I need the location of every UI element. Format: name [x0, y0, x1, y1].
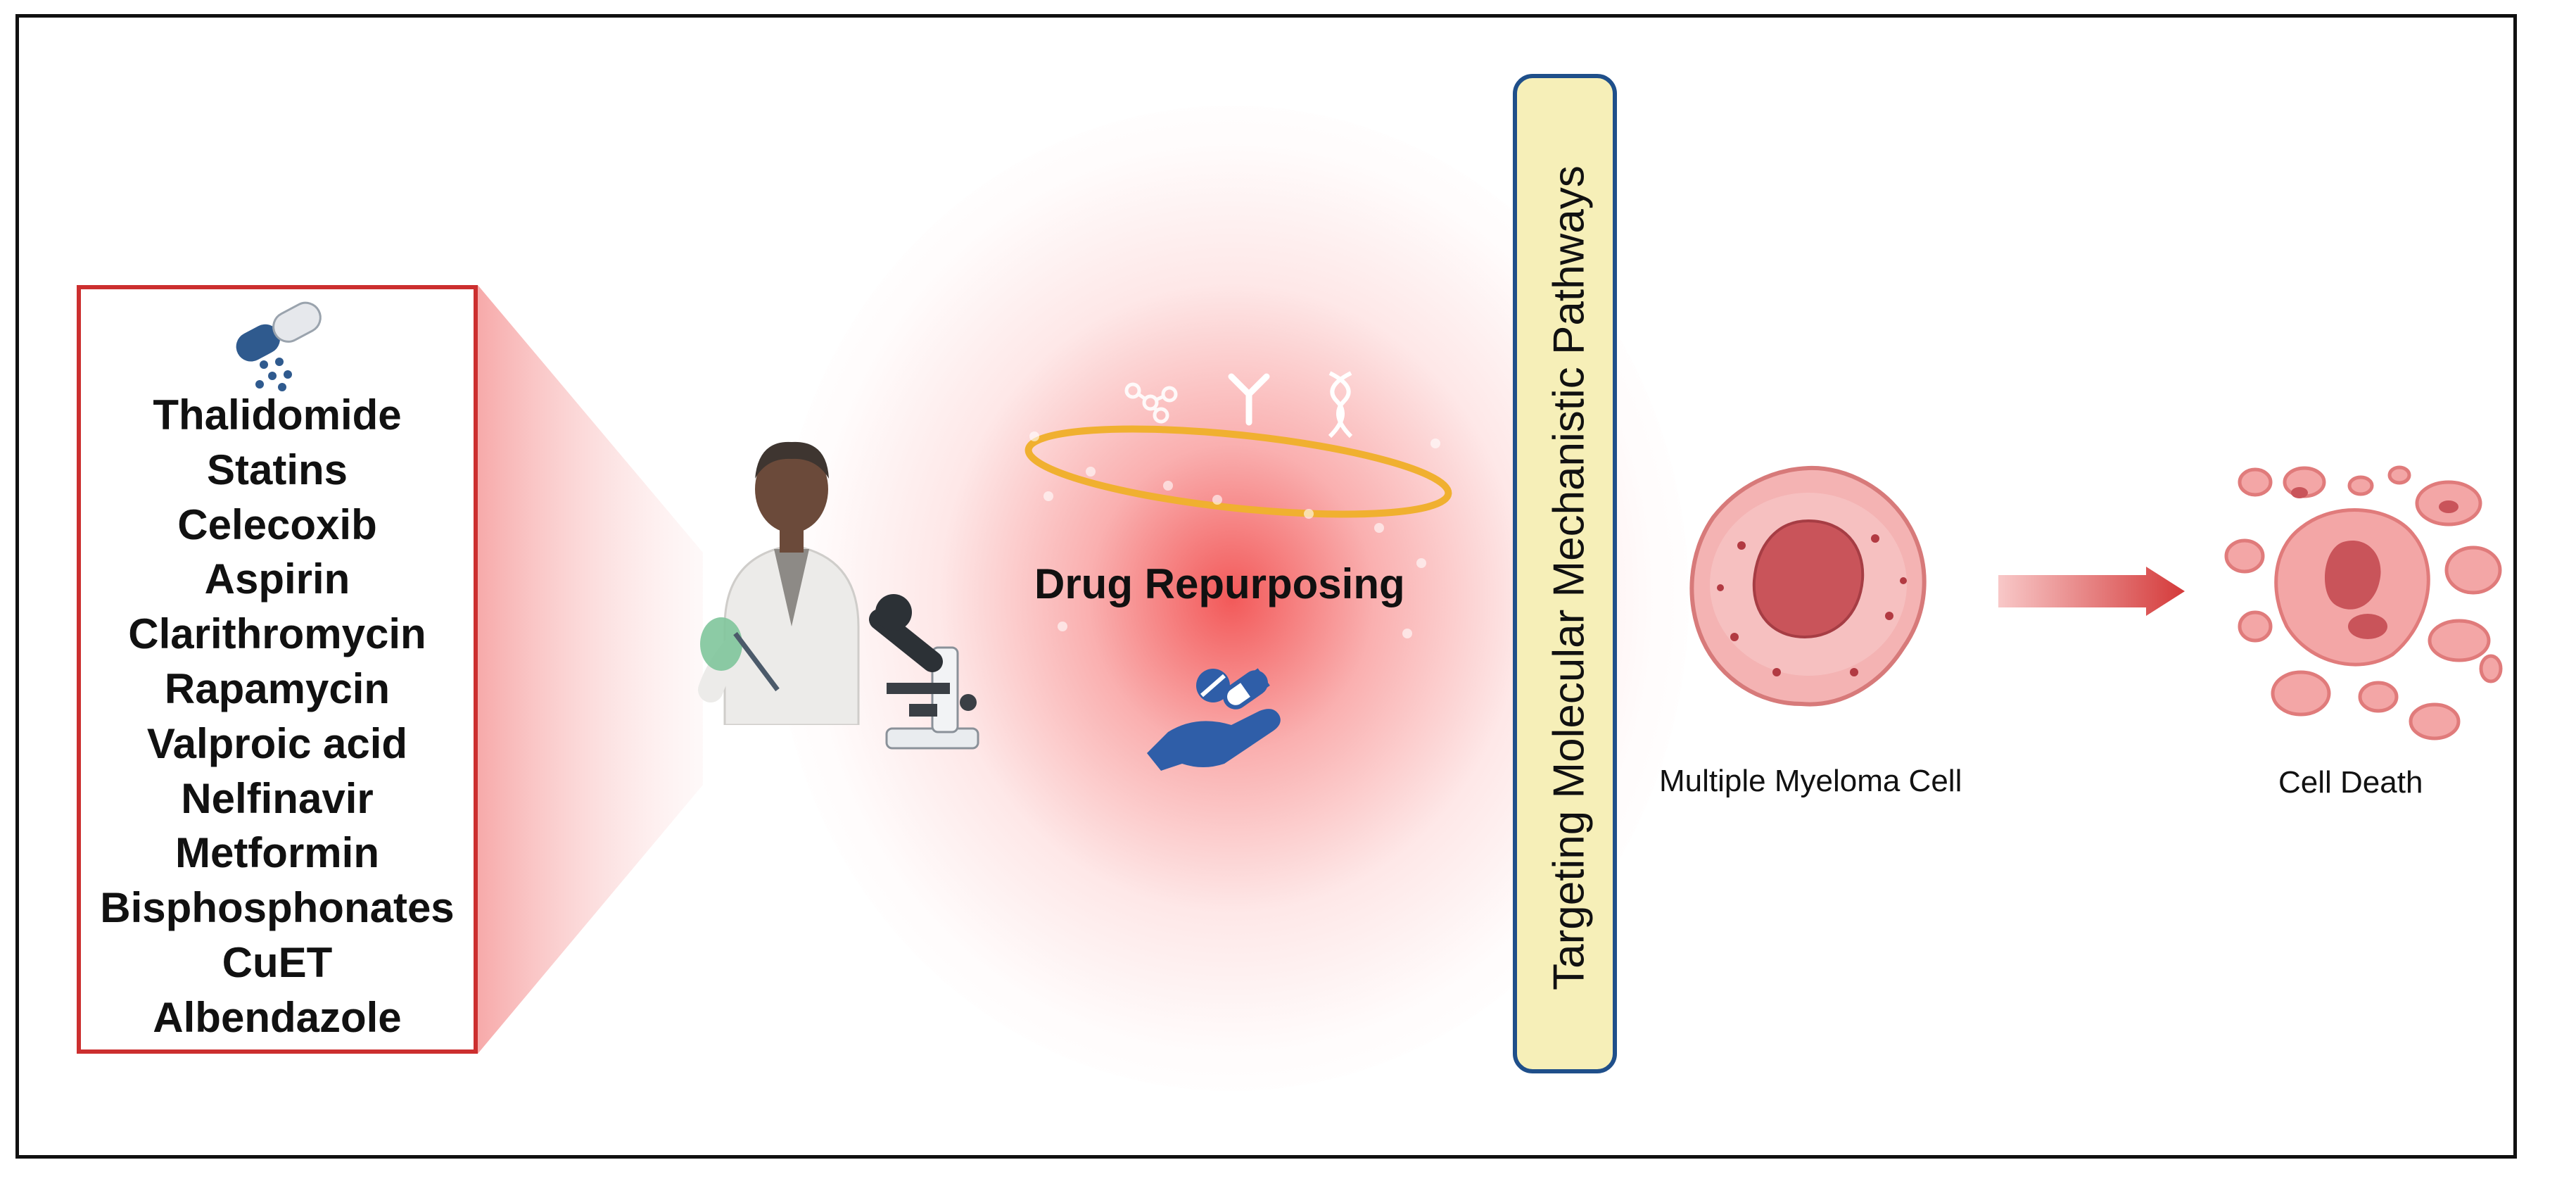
hand-with-pills-icon: [1147, 668, 1281, 771]
drug-item: Thalidomide: [153, 391, 402, 439]
drug-item: Rapamycin: [164, 664, 391, 712]
capsule-icon: [236, 301, 322, 391]
drug-item: Celecoxib: [177, 500, 377, 548]
apoptotic-cell-icon: [2224, 465, 2503, 740]
pathway-bar: Targeting Molecular Mechanistic Pathways: [1513, 74, 1617, 1073]
drug-item: Metformin: [175, 829, 379, 877]
molecule-icon: [1124, 382, 1178, 424]
dna-icon: [1328, 371, 1353, 439]
cell-death-label: Cell Death: [2278, 765, 2423, 800]
drug-item: Valproic acid: [146, 719, 408, 767]
myeloma-cell-label: Multiple Myeloma Cell: [1659, 764, 1962, 798]
myeloma-cell-icon: [1689, 465, 1927, 707]
microscope-icon: [869, 594, 979, 750]
drug-item: Nelfinavir: [181, 774, 374, 822]
drug-repurposing-title: Drug Repurposing: [1034, 560, 1405, 607]
drug-item: Aspirin: [204, 555, 350, 603]
scientist-icon: [698, 441, 860, 725]
drug-item: Albendazole: [153, 993, 402, 1041]
funnel-shape: [478, 285, 703, 1054]
drug-item: Clarithromycin: [128, 610, 426, 658]
arrow-right-icon: [1998, 567, 2185, 616]
molecule-cloud: [1024, 371, 1452, 638]
drug-list-box: Thalidomide Statins Celecoxib Aspirin Cl…: [77, 285, 478, 1054]
drug-item: CuET: [222, 938, 333, 986]
pathway-label: Targeting Molecular Mechanistic Pathways: [1544, 165, 1594, 990]
antibody-icon: [1228, 373, 1270, 426]
drug-item: Bisphosphonates: [100, 884, 455, 932]
drug-item: Statins: [206, 446, 348, 493]
drug-list: Thalidomide Statins Celecoxib Aspirin Cl…: [81, 388, 474, 1045]
